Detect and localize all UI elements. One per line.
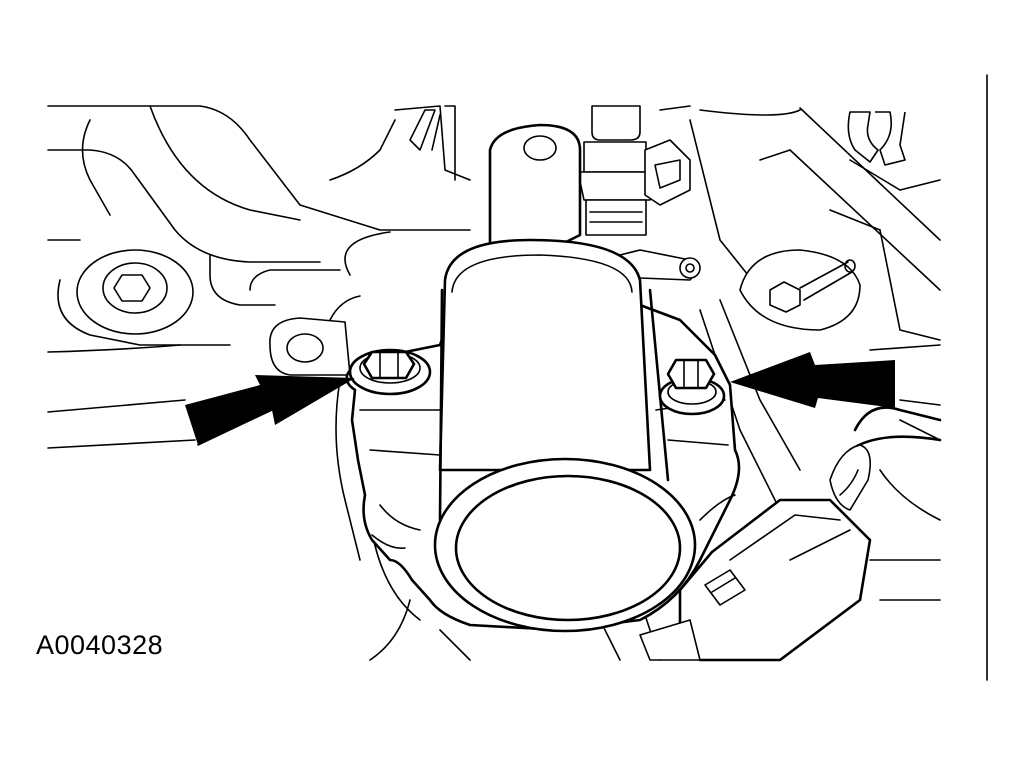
sensor-wire <box>829 406 942 511</box>
left-arrow <box>185 375 355 446</box>
sensor-connector-top <box>577 105 701 281</box>
figure-reference-code: A0040328 <box>36 630 164 660</box>
casting-bolt-right <box>739 249 861 331</box>
casting-bolt-left <box>76 249 194 335</box>
left-bolt <box>348 348 432 396</box>
thermostat-housing <box>345 123 741 633</box>
bracket-top-right <box>847 111 906 166</box>
right-bolt <box>658 358 726 416</box>
engine-casting <box>47 105 941 661</box>
electrical-connector <box>639 498 872 662</box>
casting-boss <box>269 317 351 376</box>
right-arrow <box>730 352 895 408</box>
